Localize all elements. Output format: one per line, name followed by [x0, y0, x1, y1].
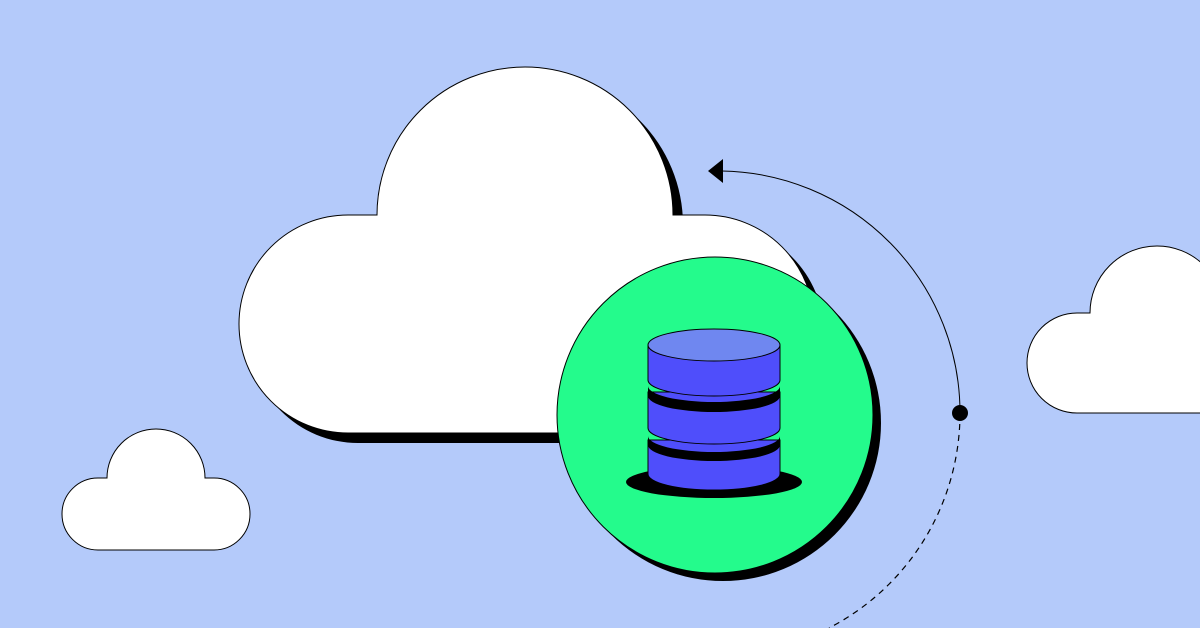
small-cloud-left — [61, 428, 251, 551]
database-icon — [626, 328, 802, 498]
sync-arrow-icon — [708, 159, 968, 628]
cloud-right — [1026, 245, 1200, 414]
